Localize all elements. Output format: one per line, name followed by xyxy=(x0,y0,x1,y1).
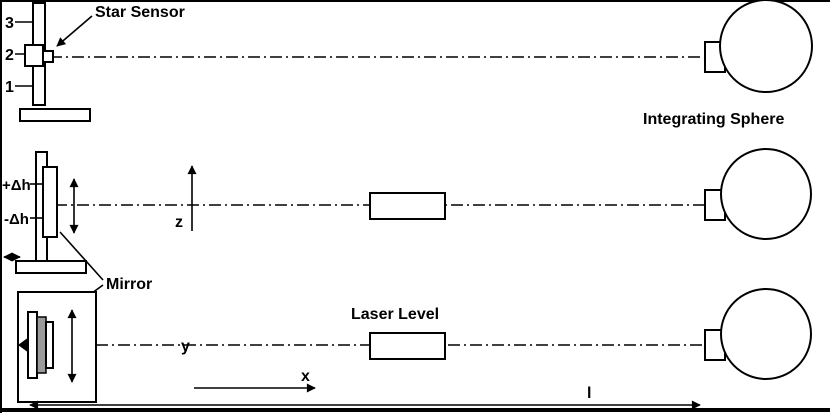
delta-h-minus-label: -Δh xyxy=(4,211,29,228)
mirror-assembly-glass xyxy=(36,316,47,374)
position-label-1: 1 xyxy=(5,79,14,96)
mirror-assembly-back xyxy=(27,311,38,379)
mirror-middle xyxy=(42,166,58,238)
distance-label: l xyxy=(587,385,591,402)
integrating-sphere-bottom xyxy=(720,288,812,380)
star-sensor-body xyxy=(24,44,44,67)
star-sensor-aperture xyxy=(42,50,54,63)
position-label-2: 2 xyxy=(5,47,14,64)
star-sensor-label: Star Sensor xyxy=(95,4,185,21)
base-plate-top xyxy=(19,108,91,122)
laser-level-bottom xyxy=(369,332,446,360)
integrating-sphere-label: Integrating Sphere xyxy=(643,111,784,128)
laser-level-middle xyxy=(369,192,446,220)
integrating-sphere-top xyxy=(719,0,813,93)
position-label-3: 3 xyxy=(5,15,14,32)
mirror-label: Mirror xyxy=(106,276,152,293)
integrating-sphere-middle xyxy=(720,148,812,240)
laser-level-label: Laser Level xyxy=(351,306,439,323)
mirror-wedge-arrow xyxy=(18,337,29,353)
base-plate-middle xyxy=(15,260,87,274)
z-axis-label: z xyxy=(175,214,183,231)
y-axis-label: y xyxy=(181,338,190,355)
mirror-leader-line-upper xyxy=(59,231,104,281)
delta-h-plus-label: +Δh xyxy=(2,177,31,194)
mirror-assembly-front xyxy=(45,321,54,369)
star-sensor-leader-arrow xyxy=(56,15,93,47)
x-axis-label: x xyxy=(301,368,310,385)
